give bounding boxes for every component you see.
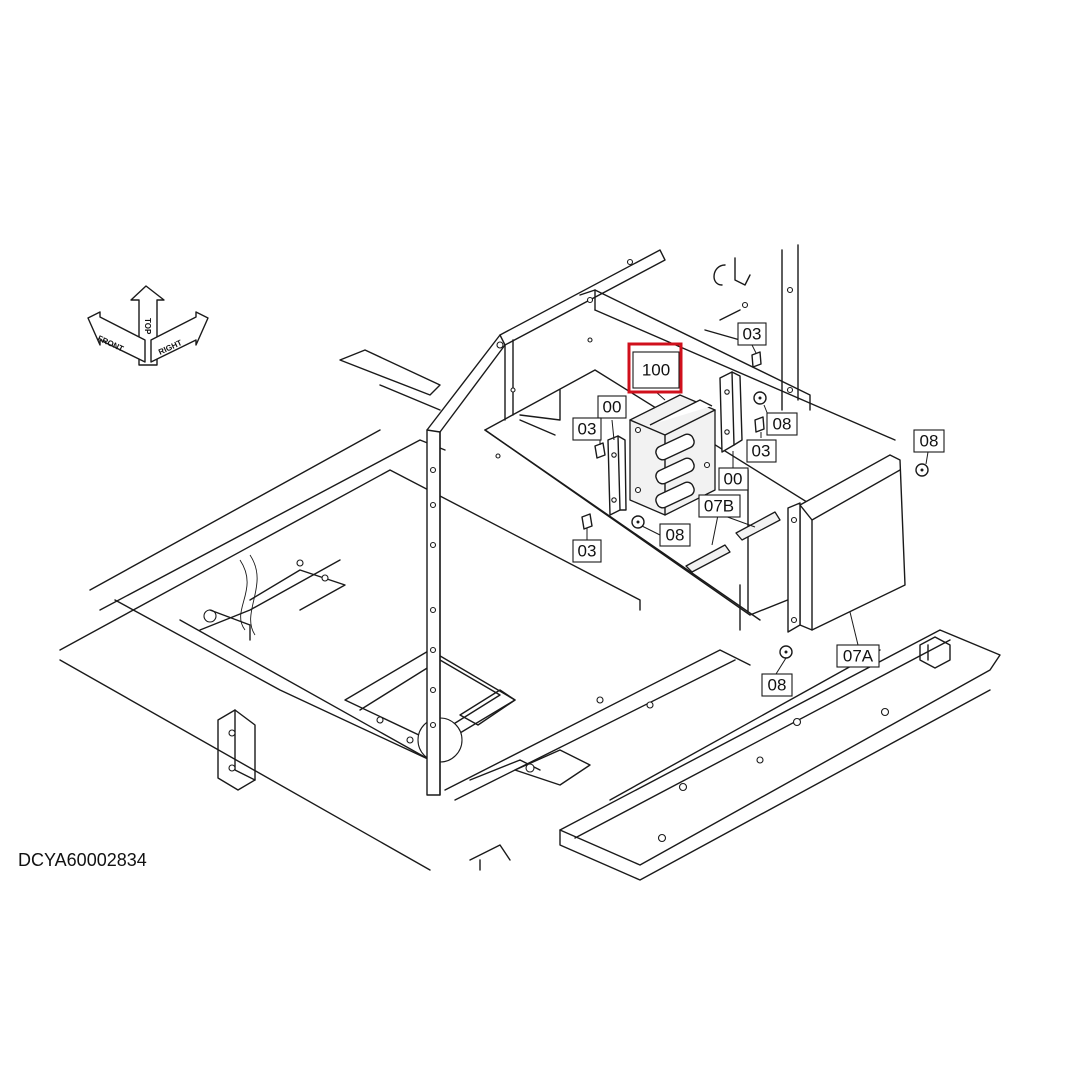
label-00-left[interactable]: 00 (597, 395, 627, 419)
svg-text:00: 00 (603, 398, 622, 417)
svg-text:03: 03 (578, 542, 597, 561)
drawing-code: DCYA60002834 (18, 850, 147, 870)
label-03-right[interactable]: 03 (746, 439, 777, 463)
label-03-top[interactable]: 03 (737, 322, 767, 346)
label-08-far-right[interactable]: 08 (913, 429, 945, 453)
part-07b-strips (685, 511, 781, 573)
part-labels: 100 00 03 03 03 08 03 00 (572, 322, 945, 697)
svg-text:07B: 07B (704, 497, 734, 516)
label-07b[interactable]: 07B (698, 494, 741, 518)
svg-text:03: 03 (743, 325, 762, 344)
svg-text:03: 03 (752, 442, 771, 461)
orientation-indicator-icon: FRONT TOP RIGHT (87, 285, 209, 366)
leader-lines (586, 344, 929, 675)
label-08-middle[interactable]: 08 (659, 523, 691, 547)
svg-text:00: 00 (724, 470, 743, 489)
base-frame (59, 349, 1001, 881)
highlight-box-100 (627, 342, 683, 394)
svg-text:100: 100 (642, 361, 670, 380)
label-00-right[interactable]: 00 (718, 467, 749, 491)
svg-text:08: 08 (768, 676, 787, 695)
bracket-00-right (719, 371, 743, 453)
left-upright-panel (426, 244, 811, 796)
svg-text:08: 08 (920, 432, 939, 451)
label-100[interactable]: 100 (632, 351, 680, 389)
fasteners (581, 351, 929, 659)
orient-top-label: TOP (143, 318, 152, 335)
svg-text:08: 08 (773, 415, 792, 434)
label-08-top[interactable]: 08 (766, 412, 798, 436)
label-03-bottom[interactable]: 03 (572, 539, 602, 563)
part-07a-cover (787, 454, 906, 633)
svg-text:07A: 07A (843, 647, 874, 666)
part-100-module (629, 394, 716, 516)
label-03-left[interactable]: 03 (572, 417, 602, 441)
svg-text:03: 03 (578, 420, 597, 439)
label-07a[interactable]: 07A (836, 644, 880, 668)
svg-text:08: 08 (666, 526, 685, 545)
bracket-00-left (607, 435, 627, 516)
label-08-bottom[interactable]: 08 (761, 673, 793, 697)
